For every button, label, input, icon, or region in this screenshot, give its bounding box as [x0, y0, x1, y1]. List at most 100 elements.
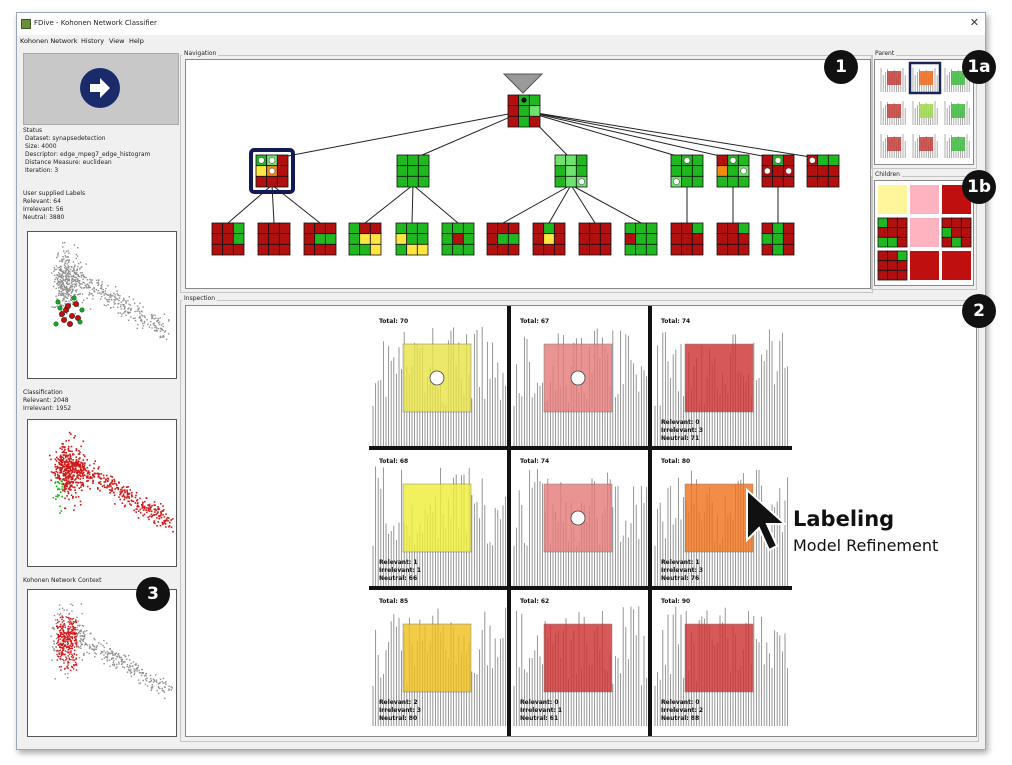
node-cell — [359, 233, 371, 245]
scatter-point — [84, 630, 86, 632]
user-labels-scatterplot[interactable] — [27, 231, 177, 379]
scatter-point — [163, 516, 166, 518]
scatter-point — [62, 454, 65, 456]
scatter-point — [59, 447, 61, 450]
scatter-point — [65, 637, 67, 639]
scatter-point — [66, 485, 68, 488]
node-cell — [452, 243, 464, 256]
scatter-point — [148, 510, 151, 513]
scatter-point — [102, 292, 104, 294]
scatter-point — [151, 316, 153, 318]
run-iteration-button[interactable] — [23, 53, 179, 125]
scatter-point — [69, 632, 71, 634]
menu-help[interactable]: Help — [129, 37, 144, 45]
tree-edge — [412, 184, 459, 224]
scatter-point — [70, 630, 72, 633]
irrelevant-label-point — [71, 295, 77, 301]
scatter-point — [74, 272, 77, 274]
scatter-point — [136, 327, 138, 330]
scatter-point — [76, 475, 78, 477]
scatter-point — [115, 487, 118, 489]
menu-history[interactable]: History — [81, 37, 105, 45]
scatter-point — [71, 278, 73, 280]
scatter-point — [66, 293, 68, 295]
node-cell — [276, 154, 289, 167]
context-scatterplot[interactable] — [27, 589, 177, 737]
classification-scatterplot[interactable] — [27, 419, 177, 567]
scatter-point — [67, 457, 70, 460]
navigation-view[interactable] — [185, 59, 871, 289]
scatter-point — [53, 306, 55, 308]
children-groupbox — [871, 176, 977, 290]
node-cell — [266, 175, 278, 188]
scatter-point — [129, 659, 131, 661]
scatter-point — [151, 315, 153, 317]
scatter-point — [70, 472, 73, 474]
scatter-point — [143, 322, 146, 324]
scatter-point — [158, 692, 160, 695]
scatter-point — [78, 284, 81, 287]
node-cell — [528, 115, 541, 128]
close-icon[interactable]: ✕ — [969, 16, 979, 29]
scatter-point — [66, 640, 68, 643]
scatter-point — [126, 665, 129, 668]
scatter-point — [85, 263, 87, 265]
scatter-point — [89, 286, 91, 289]
node-cell — [417, 154, 430, 167]
scatter-point — [73, 270, 75, 272]
scatter-point — [86, 476, 88, 479]
scatter-point — [120, 659, 122, 661]
scatter-point — [79, 293, 81, 295]
menu-view[interactable]: View — [109, 37, 125, 45]
node-cell — [941, 227, 953, 238]
scatter-point — [106, 477, 109, 480]
classification-heading: Classification — [23, 389, 63, 396]
scatter-point — [58, 476, 60, 479]
scatter-point — [89, 293, 91, 295]
level2-node — [578, 222, 612, 256]
scatter-point — [59, 646, 61, 649]
scatter-point — [76, 463, 78, 466]
scatter-point — [56, 625, 58, 627]
scatter-point — [72, 617, 75, 620]
scatter-point — [155, 681, 158, 683]
children-view[interactable] — [874, 180, 974, 286]
scatter-point — [147, 504, 149, 506]
node-cell — [772, 175, 784, 188]
scatter-point — [103, 484, 105, 487]
scatter-point — [121, 487, 123, 489]
node-cell — [417, 165, 430, 177]
scatter-point — [60, 666, 62, 668]
scatter-point — [80, 637, 82, 640]
scatter-point — [93, 645, 95, 647]
scatter-point — [104, 290, 107, 292]
scatter-point — [93, 462, 95, 465]
selected-node-frame — [249, 148, 295, 194]
scatter-point — [65, 469, 68, 472]
scatter-point — [82, 483, 84, 486]
scatter-point — [91, 643, 94, 646]
scatter-point — [54, 481, 57, 483]
scatter-point — [69, 481, 72, 483]
scatter-point — [66, 455, 69, 458]
scatter-point — [112, 657, 114, 660]
navigation-label: Navigation — [182, 50, 219, 57]
scatter-point — [65, 484, 68, 487]
child-node — [910, 218, 939, 247]
scatter-point — [58, 292, 60, 294]
scatter-point — [100, 285, 102, 287]
scatter-point — [141, 320, 143, 322]
scatter-point — [87, 480, 89, 482]
scatter-point — [65, 479, 68, 481]
scatter-point — [98, 473, 101, 475]
menu-kohonen-network[interactable]: Kohonen Network — [20, 37, 78, 45]
scatter-point — [66, 460, 68, 463]
parent-view[interactable] — [874, 59, 974, 165]
scatter-point — [53, 281, 56, 283]
node-cell — [554, 175, 567, 188]
scatter-point — [67, 267, 70, 269]
scatter-point — [129, 304, 132, 306]
scatter-point — [123, 505, 126, 508]
scatter-point — [120, 308, 123, 310]
